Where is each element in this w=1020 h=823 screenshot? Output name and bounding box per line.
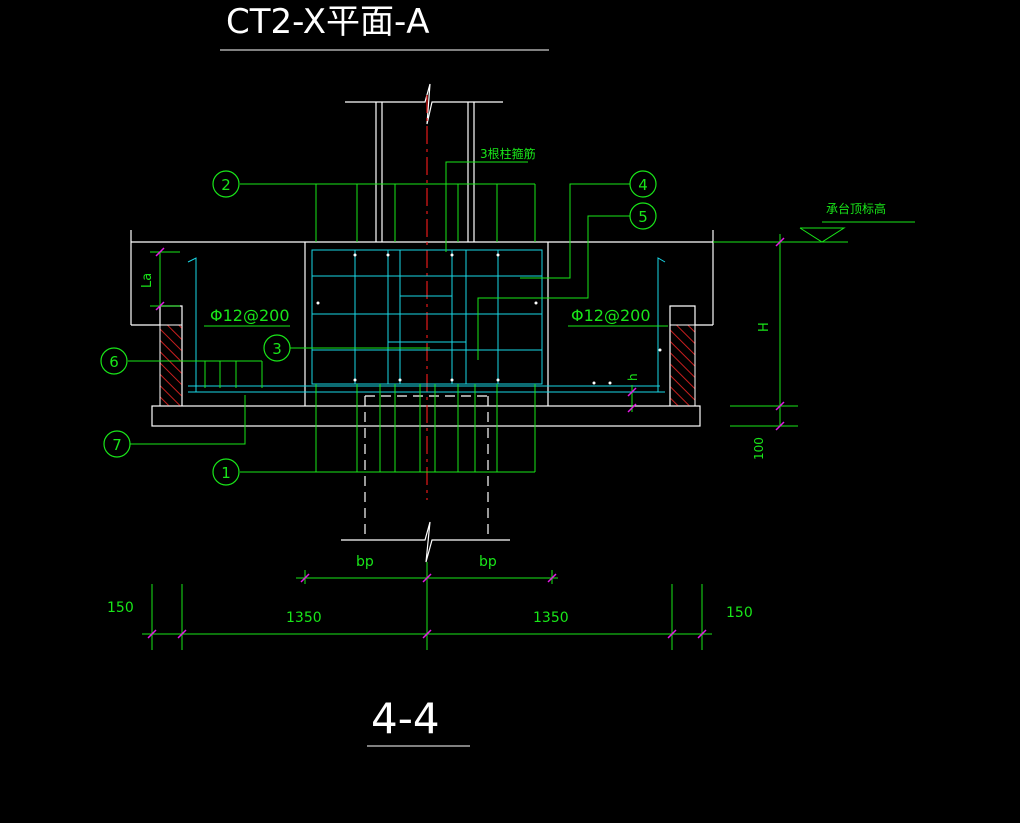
elevation-note: 承台顶标高 bbox=[826, 201, 886, 216]
marker-3-label: 3 bbox=[272, 340, 282, 358]
bp-label-left: bp bbox=[356, 554, 374, 570]
drawing-title: CT2-X平面-A bbox=[226, 2, 430, 42]
title-block: CT2-X平面-A bbox=[220, 2, 549, 51]
dim-right-edge: 150 bbox=[726, 605, 753, 621]
leader-lines bbox=[128, 161, 915, 650]
dim-left-edge: 150 bbox=[107, 600, 134, 616]
rebar-label-right: Φ12@200 bbox=[571, 306, 651, 325]
bp-label-right: bp bbox=[479, 554, 497, 570]
section-label-block: 4-4 bbox=[367, 694, 470, 747]
marker-5: 5 bbox=[629, 202, 657, 230]
column-rebar-note: 3根柱箍筋 bbox=[480, 146, 536, 161]
marker-1: 1 bbox=[212, 458, 240, 486]
marker-2-label: 2 bbox=[221, 176, 231, 194]
anchor-length-label: La bbox=[140, 273, 155, 288]
hatch-block-left bbox=[159, 324, 183, 407]
rebar-label-left: Φ12@200 bbox=[210, 306, 290, 325]
pile-break-bottom bbox=[341, 521, 510, 563]
rebar-dots bbox=[316, 253, 662, 385]
marker-2: 2 bbox=[212, 170, 240, 198]
marker-4: 4 bbox=[629, 170, 657, 198]
cover-label: h bbox=[626, 373, 640, 381]
foundation-outline bbox=[130, 83, 714, 563]
pad-thickness-label: 100 bbox=[752, 437, 766, 460]
marker-5-label: 5 bbox=[638, 208, 648, 226]
marker-6: 6 bbox=[100, 347, 128, 375]
dimension-ticks bbox=[147, 237, 785, 639]
column-break-top bbox=[345, 83, 503, 125]
dim-right-half: 1350 bbox=[533, 610, 569, 626]
rebar-cage bbox=[187, 249, 666, 393]
marker-3: 3 bbox=[263, 334, 291, 362]
hatch-block-right bbox=[669, 324, 696, 407]
marker-7: 7 bbox=[103, 430, 131, 458]
marker-7-label: 7 bbox=[112, 436, 122, 454]
section-label: 4-4 bbox=[371, 694, 440, 743]
marker-1-label: 1 bbox=[221, 464, 231, 482]
dim-left-half: 1350 bbox=[286, 610, 322, 626]
marker-4-label: 4 bbox=[638, 176, 648, 194]
height-label: H bbox=[757, 322, 772, 332]
marker-6-label: 6 bbox=[109, 353, 119, 371]
